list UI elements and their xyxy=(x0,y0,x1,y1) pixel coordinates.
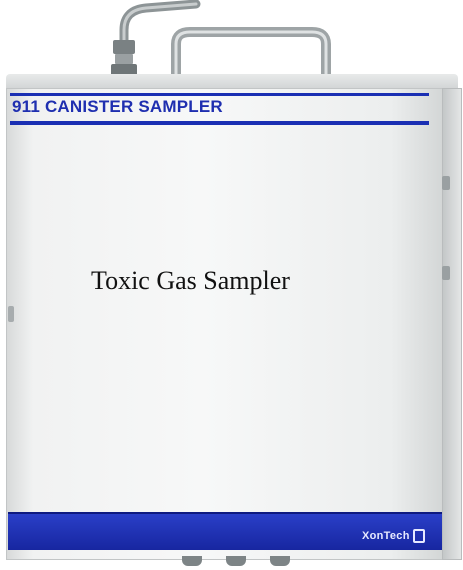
bottom-fitting xyxy=(182,556,202,566)
front-panel xyxy=(6,88,444,560)
left-latch xyxy=(8,306,14,322)
carry-handle-graphic xyxy=(171,27,331,94)
bottom-fitting xyxy=(226,556,246,566)
product-title: 911 CANISTER SAMPLER xyxy=(12,97,223,116)
brand-logo-text: XonTech xyxy=(362,530,410,542)
brand-logo: XonTech xyxy=(362,529,425,543)
side-latch-bottom xyxy=(442,266,450,280)
side-panel xyxy=(442,88,462,560)
side-latch-top xyxy=(442,176,450,190)
brand-logo-icon xyxy=(412,529,425,543)
inlet-tube xyxy=(96,0,216,90)
header-stripe-bottom xyxy=(10,121,429,125)
caption-label: Toxic Gas Sampler xyxy=(91,266,290,295)
bottom-fitting xyxy=(270,556,290,566)
bottom-band xyxy=(8,512,442,550)
box-lid xyxy=(6,74,458,92)
inlet-tube-graphic xyxy=(111,0,201,86)
carry-handle xyxy=(166,26,336,96)
header-stripe-top xyxy=(10,93,429,96)
